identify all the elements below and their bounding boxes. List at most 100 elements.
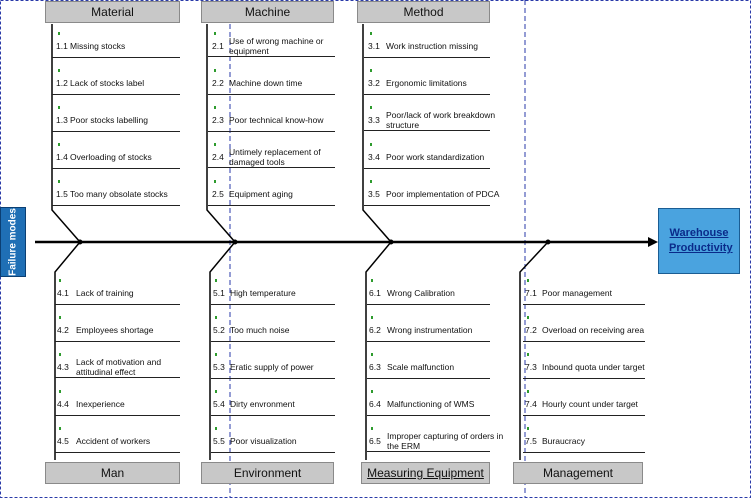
category-header-2: Method bbox=[357, 1, 490, 23]
cause-number: 2.4 bbox=[212, 152, 224, 162]
cause-text: Inbound quota under target bbox=[542, 362, 645, 372]
cause-text: Wrong Calibration bbox=[387, 288, 455, 298]
item-marker bbox=[215, 316, 217, 319]
cause-text: Lack of motivation and attitudinal effec… bbox=[76, 357, 162, 377]
cause-underline bbox=[52, 94, 180, 95]
item-marker bbox=[371, 279, 373, 282]
bone-measuring-equipment bbox=[365, 241, 392, 460]
item-marker bbox=[58, 106, 60, 109]
item-marker bbox=[370, 143, 372, 146]
cause-text: Too much noise bbox=[230, 325, 290, 335]
cause-text: Work instruction missing bbox=[386, 41, 478, 51]
item-marker bbox=[59, 353, 61, 356]
cause-text: Dirty envronment bbox=[230, 399, 295, 409]
cause-underline bbox=[211, 304, 335, 305]
cause-text: Scale malfunction bbox=[387, 362, 455, 372]
failure-modes-label: Failure modes bbox=[7, 208, 19, 276]
cause-number: 4.3 bbox=[57, 362, 69, 372]
item-marker bbox=[214, 32, 216, 35]
cause-underline bbox=[208, 205, 335, 206]
cause-number: 6.1 bbox=[369, 288, 381, 298]
cause-underline bbox=[55, 415, 180, 416]
cause-text: Poor visualization bbox=[230, 436, 297, 446]
cause-underline bbox=[364, 205, 490, 206]
cause-underline bbox=[52, 57, 180, 58]
cause-underline bbox=[523, 452, 645, 453]
cause-number: 5.2 bbox=[213, 325, 225, 335]
category-header-0: Material bbox=[45, 1, 180, 23]
cause-text: Accident of workers bbox=[76, 436, 151, 446]
cause-underline bbox=[523, 304, 645, 305]
cause-text: Machine down time bbox=[229, 78, 303, 88]
cause-underline bbox=[208, 94, 335, 95]
cause-text: Equipment aging bbox=[229, 189, 293, 199]
cause-number: 7.3 bbox=[525, 362, 537, 372]
cause-number: 2.2 bbox=[212, 78, 224, 88]
cause-underline bbox=[55, 452, 180, 453]
junction-dot bbox=[388, 239, 394, 245]
bone-machine bbox=[206, 24, 236, 243]
junction-dot bbox=[77, 239, 83, 245]
cause-number: 2.5 bbox=[212, 189, 224, 199]
cause-text: Employees shortage bbox=[76, 325, 154, 335]
cause-text: Wrong instrumentation bbox=[387, 325, 473, 335]
cause-text: Malfunctioning of WMS bbox=[387, 399, 475, 409]
item-marker bbox=[371, 316, 373, 319]
cause-underline bbox=[52, 131, 180, 132]
failure-modes-box: Failure modes bbox=[0, 207, 26, 277]
bone-material bbox=[51, 24, 81, 243]
cause-text: Too many obsolate stocks bbox=[70, 189, 168, 199]
cause-number: 4.2 bbox=[57, 325, 69, 335]
cause-number: 5.4 bbox=[213, 399, 225, 409]
cause-underline bbox=[523, 378, 645, 379]
item-marker bbox=[527, 353, 529, 356]
spine-arrowhead bbox=[648, 237, 658, 247]
item-marker bbox=[371, 390, 373, 393]
cause-underline bbox=[211, 341, 335, 342]
cause-number: 5.1 bbox=[213, 288, 225, 298]
item-marker bbox=[527, 390, 529, 393]
cause-number: 6.4 bbox=[369, 399, 381, 409]
cause-text: Improper capturing of orders in the ERM bbox=[387, 431, 504, 451]
cause-text: Missing stocks bbox=[70, 41, 126, 51]
cause-text: High temperature bbox=[230, 288, 296, 298]
cause-number: 1.5 bbox=[56, 189, 68, 199]
cause-underline bbox=[364, 130, 490, 131]
item-marker bbox=[527, 316, 529, 319]
cause-underline bbox=[367, 451, 490, 452]
cause-underline bbox=[52, 168, 180, 169]
junction-dot bbox=[545, 239, 551, 245]
cause-underline bbox=[523, 341, 645, 342]
cause-underline bbox=[208, 167, 335, 168]
item-marker bbox=[214, 69, 216, 72]
cause-number: 6.3 bbox=[369, 362, 381, 372]
cause-number: 6.5 bbox=[369, 436, 381, 446]
cause-underline bbox=[364, 94, 490, 95]
item-marker bbox=[370, 106, 372, 109]
cause-number: 3.1 bbox=[368, 41, 380, 51]
cause-number: 3.5 bbox=[368, 189, 380, 199]
cause-underline bbox=[208, 131, 335, 132]
cause-underline bbox=[364, 57, 490, 58]
item-marker bbox=[527, 427, 529, 430]
item-marker bbox=[214, 180, 216, 183]
cause-underline bbox=[211, 452, 335, 453]
cause-number: 1.4 bbox=[56, 152, 68, 162]
cause-number: 2.1 bbox=[212, 41, 224, 51]
cause-underline bbox=[55, 377, 180, 378]
cause-underline bbox=[211, 415, 335, 416]
category-header-6: Management bbox=[513, 462, 643, 484]
item-marker bbox=[59, 316, 61, 319]
item-marker bbox=[370, 180, 372, 183]
item-marker bbox=[215, 279, 217, 282]
bone-management bbox=[519, 241, 549, 460]
cause-number: 1.1 bbox=[56, 41, 68, 51]
bone-method bbox=[362, 24, 392, 243]
item-marker bbox=[58, 180, 60, 183]
bone-environment bbox=[209, 241, 236, 460]
category-header-1: Machine bbox=[201, 1, 334, 23]
cause-text: Poor stocks labelling bbox=[70, 115, 148, 125]
cause-text: Buraucracy bbox=[542, 436, 585, 446]
cause-underline bbox=[367, 378, 490, 379]
